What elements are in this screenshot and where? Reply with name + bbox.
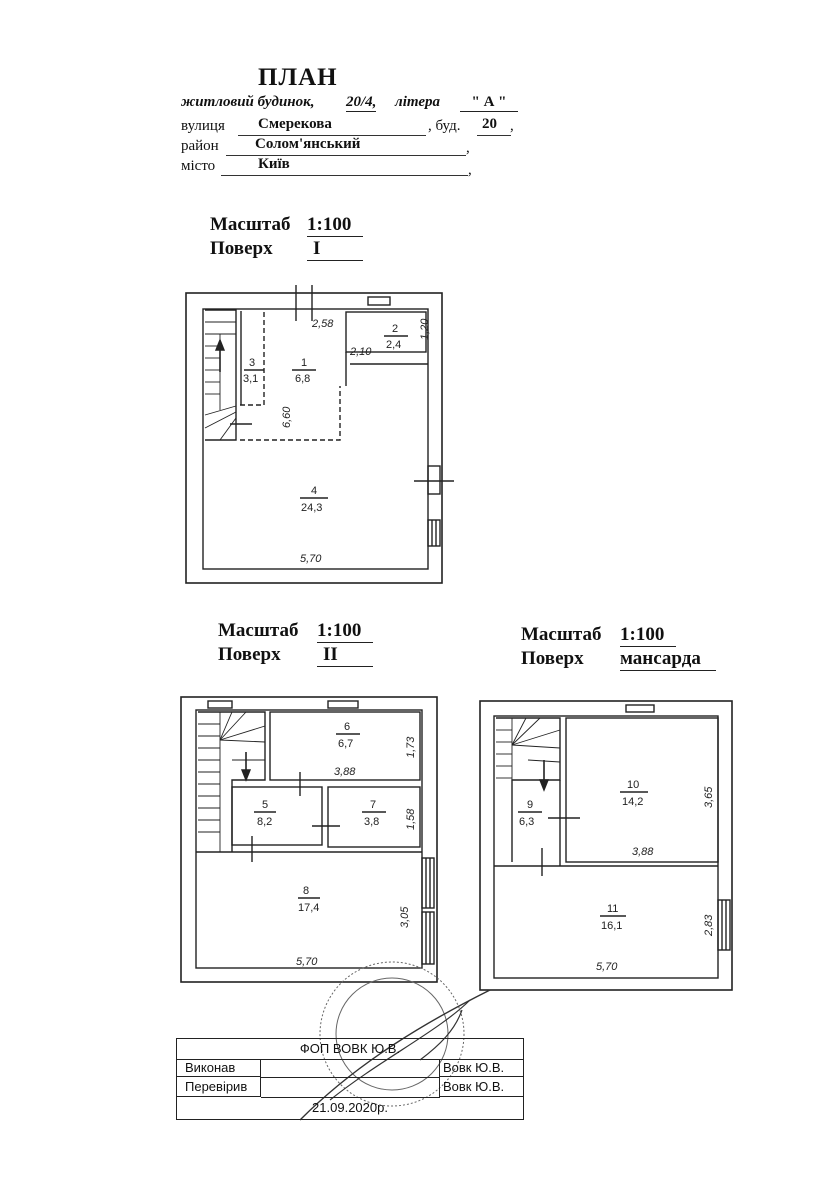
bud-value: 20 [482, 116, 497, 132]
scale-value-3: 1:100 [620, 624, 676, 647]
p2-room-8-num: 8 [303, 885, 309, 897]
p1-dim-e: 5,70 [300, 553, 322, 565]
p1-room-3-area: 3,1 [243, 373, 258, 385]
city-label: місто [181, 158, 216, 174]
p1-dim-a: 2,58 [311, 318, 334, 330]
plan-floor-2 [180, 696, 438, 983]
title-block-table: ФОП ВОВК Ю.В. Виконав Вовк Ю.В. Перевіри… [176, 1038, 524, 1120]
p2-room-7-area: 3,8 [364, 816, 379, 828]
building-type: житловий будинок, [181, 94, 315, 110]
seal-stamp [299, 961, 491, 1121]
p1-room-2-area: 2,4 [386, 339, 401, 351]
bud-label: , буд. [428, 118, 461, 134]
floor-value-1: I [307, 238, 363, 261]
bud-suffix: , [510, 118, 514, 134]
p1-dim-c: 1,20 [419, 318, 431, 340]
floor-label-2: Поверх [218, 644, 281, 665]
checked-label: Перевірив [177, 1077, 261, 1097]
scale-label-1: Масштаб [210, 214, 291, 235]
p1-dim-d: 6,60 [281, 406, 293, 428]
p2-room-5-num: 5 [262, 799, 268, 811]
p3-dim-d: 5,70 [596, 961, 618, 973]
building-number: 20/4, [346, 94, 377, 112]
p2-dim-e: 5,70 [296, 956, 318, 968]
p2-dim-c: 1,58 [405, 808, 417, 830]
litera-value: " А " [460, 94, 518, 112]
p1-dim-b: 2,10 [349, 346, 372, 358]
litera-label: літера [395, 94, 440, 110]
floor-label-3: Поверх [521, 648, 584, 669]
scale-label-3: Масштаб [521, 624, 602, 645]
p2-room-8-area: 17,4 [298, 902, 319, 914]
checked-name: Вовк Ю.В. [439, 1077, 523, 1097]
p2-dim-b: 3,88 [334, 766, 356, 778]
p1-room-2-num: 2 [392, 323, 398, 335]
district-value: Солом'янський [255, 136, 361, 152]
p2-room-6-area: 6,7 [338, 738, 353, 750]
p2-dim-a: 1,73 [405, 736, 417, 758]
floor-label-1: Поверх [210, 238, 273, 259]
p3-room-10-num: 10 [627, 779, 639, 791]
p3-room-9-area: 6,3 [519, 816, 534, 828]
floor-value-3: мансарда [620, 648, 716, 671]
performed-signature [261, 1059, 440, 1078]
p2-room-7-num: 7 [370, 799, 376, 811]
p1-room-1-area: 6,8 [295, 373, 310, 385]
scale-value-1: 1:100 [307, 214, 363, 237]
scale-value-2: 1:100 [317, 620, 373, 643]
plan-floor-1 [185, 285, 454, 584]
p1-room-1-num: 1 [301, 357, 307, 369]
p3-dim-c: 2,83 [703, 914, 715, 937]
scale-label-2: Масштаб [218, 620, 299, 641]
title-block-date: 21.09.2020р. [312, 1100, 388, 1115]
checked-signature [261, 1077, 440, 1098]
city-suffix: , [468, 162, 472, 178]
city-value: Київ [258, 156, 290, 172]
district-label: район [181, 138, 219, 154]
performed-name: Вовк Ю.В. [439, 1059, 523, 1077]
document-title: ПЛАН [258, 64, 338, 91]
p3-dim-b: 3,88 [632, 846, 654, 858]
p3-room-10-area: 14,2 [622, 796, 643, 808]
p1-room-4-num: 4 [311, 485, 317, 497]
performed-label: Виконав [177, 1059, 261, 1077]
street-value: Смерекова [258, 116, 332, 132]
p2-dim-d: 3,05 [399, 906, 411, 928]
floor-value-2: II [317, 644, 373, 667]
p3-dim-a: 3,65 [703, 786, 715, 808]
district-suffix: , [466, 140, 470, 156]
street-label: вулиця [181, 118, 225, 134]
p1-room-3-num: 3 [249, 357, 255, 369]
p2-room-5-area: 8,2 [257, 816, 272, 828]
p3-room-11-num: 11 [607, 903, 618, 915]
p3-room-11-area: 16,1 [601, 920, 622, 932]
p1-room-4-area: 24,3 [301, 502, 322, 514]
title-block-org: ФОП ВОВК Ю.В. [177, 1039, 523, 1060]
p2-room-6-num: 6 [344, 721, 350, 733]
p3-room-9-num: 9 [527, 799, 533, 811]
plan-floor-mansard [479, 700, 733, 991]
